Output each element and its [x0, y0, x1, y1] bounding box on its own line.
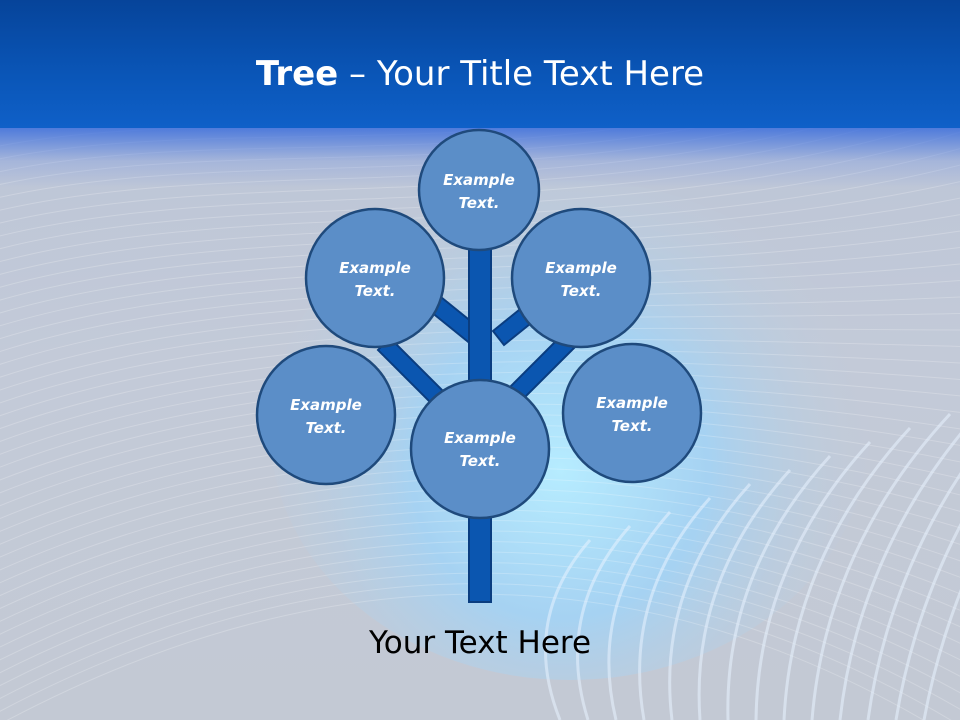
swirl-strand [0, 181, 960, 288]
swirl-strand [0, 312, 960, 391]
swirl-strand [0, 509, 960, 622]
swirl-rib [607, 511, 672, 720]
swirl-strand [0, 530, 960, 648]
node-center-line2: Text. [459, 452, 500, 470]
node-top-line2: Text. [458, 194, 499, 212]
node-lower-right-line2: Text. [611, 417, 652, 435]
swirl-rib [576, 525, 632, 720]
swirl-strand [0, 371, 960, 455]
swirl-strand [0, 583, 952, 720]
node-lower-left-line1: Example [290, 396, 362, 414]
swirl-strand [0, 360, 960, 443]
slide-title-bold: Tree [255, 54, 339, 94]
tree-node-lower-right: Example Text. [561, 342, 703, 484]
node-upper-right-line1: Example [545, 259, 617, 277]
swirl-strand [0, 382, 960, 468]
swirl-strand [0, 339, 960, 417]
swirl-strand [0, 562, 960, 694]
slide-title-rest: – Your Title Text Here [338, 54, 705, 94]
node-lower-right-line1: Example [596, 394, 668, 412]
swirl-rib [726, 454, 832, 720]
swirl-rib [544, 539, 592, 720]
swirl-rib [810, 412, 952, 720]
swirl-strand [0, 551, 960, 677]
node-upper-right-line2: Text. [560, 282, 601, 300]
node-center-line1: Example [444, 429, 516, 447]
node-top-line1: Example [443, 171, 515, 189]
swirl-strand [0, 327, 960, 404]
swirl-strand [0, 541, 960, 661]
swirl-strand [0, 197, 960, 301]
title-bar [0, 0, 960, 128]
swirl-rib [697, 468, 792, 720]
tree-node-center: Example Text. [409, 378, 551, 520]
node-lower-left-line2: Text. [305, 419, 346, 437]
swirl-rib [668, 482, 752, 720]
swirl-strand [0, 350, 960, 430]
swirl-rib [754, 440, 872, 720]
tree-node-upper-right: Example Text. [510, 207, 652, 349]
swirl-strand [0, 519, 960, 635]
tree-node-upper-left: Example Text. [304, 207, 446, 349]
swirl-rib [894, 523, 960, 720]
swirl-rib [922, 588, 960, 720]
node-upper-left-line2: Text. [354, 282, 395, 300]
slide-title: Tree – Your Title Text Here [0, 52, 960, 96]
swirl-rib [638, 496, 712, 720]
tree-node-lower-left: Example Text. [255, 344, 397, 486]
swirl-rib [782, 426, 912, 720]
caption-text: Your Text Here [368, 625, 592, 661]
swirl-rib [838, 432, 960, 720]
tree-node-top: Example Text. [417, 128, 541, 252]
node-upper-left-line1: Example [339, 259, 411, 277]
swirl-rib [866, 472, 960, 720]
swirl-strand [0, 572, 960, 710]
swirl-strand [6, 593, 925, 720]
